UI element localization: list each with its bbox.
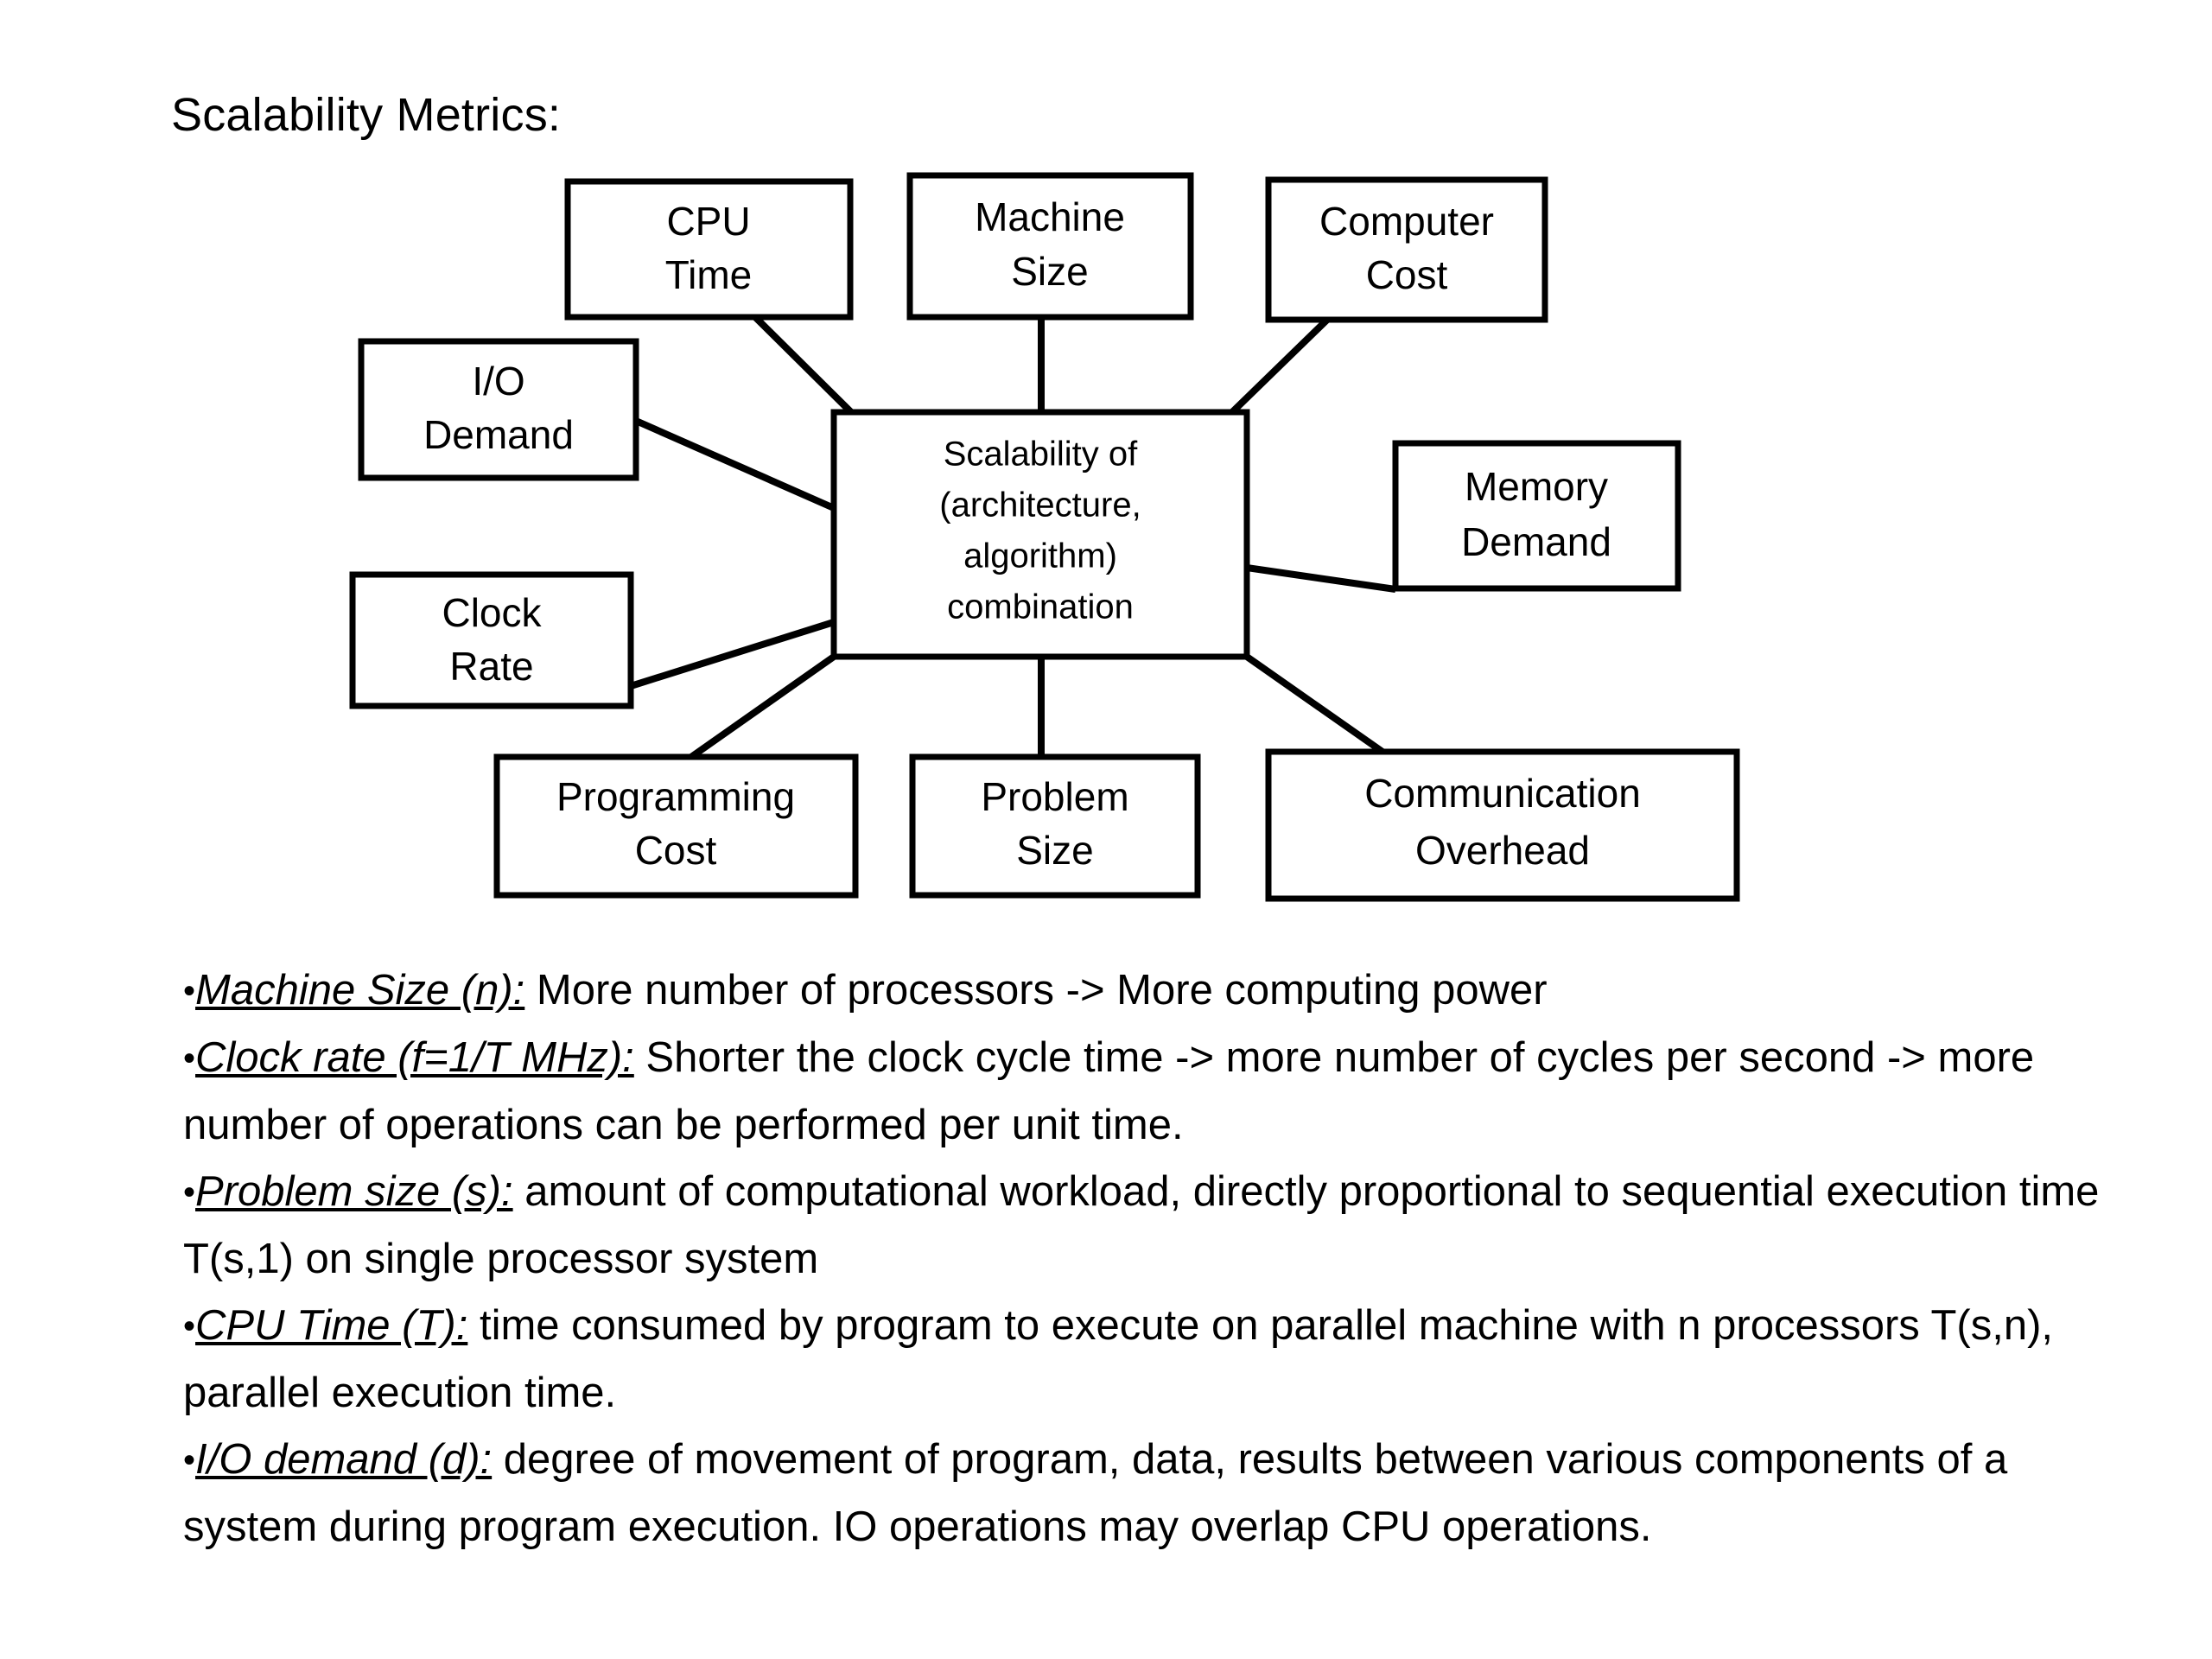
problem-size-line-1: Problem (981, 774, 1128, 819)
communication-overhead-box (1265, 748, 1740, 902)
bullet-marker-0: • (183, 972, 196, 1010)
cpu-time-line-2: Time (665, 252, 753, 297)
edge-memory-demand-to-center (1246, 564, 1396, 593)
edge-clock-rate-to-center (629, 619, 836, 690)
edge-io-demand-to-center (634, 417, 836, 512)
bullet-lead-0: Machine Size (n): (195, 967, 525, 1014)
center-node-box (830, 409, 1250, 660)
node-cpu-time[interactable]: CPU Time (564, 178, 854, 321)
bullet-body-0: More number of processors -> More comput… (524, 967, 1548, 1014)
computer-cost-line-2: Cost (1366, 252, 1448, 297)
cpu-time-box (564, 178, 854, 321)
center-node-line-2: (architecture, (939, 486, 1141, 524)
bullet-marker-4: • (183, 1441, 196, 1479)
bullet-marker-3: • (183, 1307, 196, 1345)
node-communication-overhead[interactable]: Communication Overhead (1265, 748, 1740, 902)
bullet-body-3: time consumed by program to execute on p… (183, 1302, 2054, 1416)
machine-size-line-2: Size (1011, 249, 1088, 294)
problem-size-box (909, 753, 1201, 899)
scalability-metrics-diagram: Scalability of (architecture, algorithm)… (0, 147, 2212, 950)
bullet-lead-1: Clock rate (f=1/T MHz): (195, 1034, 634, 1081)
edge-computer-cost-to-center (1230, 317, 1330, 415)
memory-demand-box (1392, 440, 1681, 592)
edge-programming-cost-to-center (689, 653, 836, 760)
computer-cost-box (1265, 176, 1548, 323)
communication-overhead-line-1: Communication (1364, 771, 1641, 816)
node-clock-rate[interactable]: Clock Rate (349, 571, 634, 709)
io-demand-line-1: I/O (472, 359, 524, 404)
node-computer-cost[interactable]: Computer Cost (1265, 176, 1548, 323)
node-machine-size[interactable]: Machine Size (906, 172, 1194, 321)
node-memory-demand[interactable]: Memory Demand (1392, 440, 1681, 592)
cpu-time-line-1: CPU (666, 199, 750, 244)
center-node-line-1: Scalability of (944, 435, 1138, 474)
bullet-problem-size: •Problem size (s): amount of computation… (183, 1159, 2136, 1293)
edge-communication-overhead-to-center (1244, 653, 1385, 755)
bullet-machine-size: •Machine Size (n): More number of proces… (183, 957, 2136, 1025)
metrics-definition-list: •Machine Size (n): More number of proces… (183, 957, 2136, 1560)
bullet-marker-2: • (183, 1173, 196, 1211)
bullet-body-4: degree of movement of program, data, res… (183, 1436, 2008, 1550)
diagram-edges (629, 315, 1396, 760)
programming-cost-line-2: Cost (635, 828, 717, 873)
bullet-body-2: amount of computational workload, direct… (183, 1168, 2100, 1282)
bullet-cpu-time: •CPU Time (T): time consumed by program … (183, 1293, 2136, 1427)
bullet-lead-2: Problem size (s): (195, 1168, 513, 1215)
bullet-lead-4: I/O demand (d): (195, 1436, 493, 1483)
node-problem-size[interactable]: Problem Size (909, 753, 1201, 899)
machine-size-line-1: Machine (975, 194, 1125, 239)
bullet-body-1: Shorter the clock cycle time -> more num… (183, 1034, 2035, 1148)
computer-cost-line-1: Computer (1319, 199, 1494, 244)
center-node-line-3: algorithm) (963, 537, 1117, 575)
memory-demand-line-2: Demand (1461, 519, 1611, 564)
edge-cpu-time-to-center (753, 315, 854, 415)
node-scalability-center[interactable]: Scalability of (architecture, algorithm)… (830, 409, 1250, 660)
center-node-line-4: combination (947, 588, 1134, 626)
io-demand-line-2: Demand (423, 412, 574, 457)
bullet-io-demand: •I/O demand (d): degree of movement of p… (183, 1427, 2136, 1560)
node-io-demand[interactable]: I/O Demand (358, 338, 639, 481)
page-title: Scalability Metrics: (171, 89, 562, 141)
bullet-marker-1: • (183, 1039, 196, 1077)
programming-cost-box (493, 753, 859, 899)
programming-cost-line-1: Programming (556, 774, 795, 819)
io-demand-box (358, 338, 639, 481)
communication-overhead-line-2: Overhead (1415, 828, 1590, 873)
diagram-svg: Scalability of (architecture, algorithm)… (349, 172, 1740, 902)
machine-size-box (906, 172, 1194, 321)
bullet-clock-rate: •Clock rate (f=1/T MHz): Shorter the clo… (183, 1025, 2136, 1159)
clock-rate-line-1: Clock (442, 590, 542, 635)
clock-rate-box (349, 571, 634, 709)
bullet-lead-3: CPU Time (T): (195, 1302, 468, 1349)
problem-size-line-2: Size (1016, 828, 1093, 873)
node-programming-cost[interactable]: Programming Cost (493, 753, 859, 899)
memory-demand-line-1: Memory (1465, 464, 1608, 509)
clock-rate-line-2: Rate (449, 644, 533, 689)
